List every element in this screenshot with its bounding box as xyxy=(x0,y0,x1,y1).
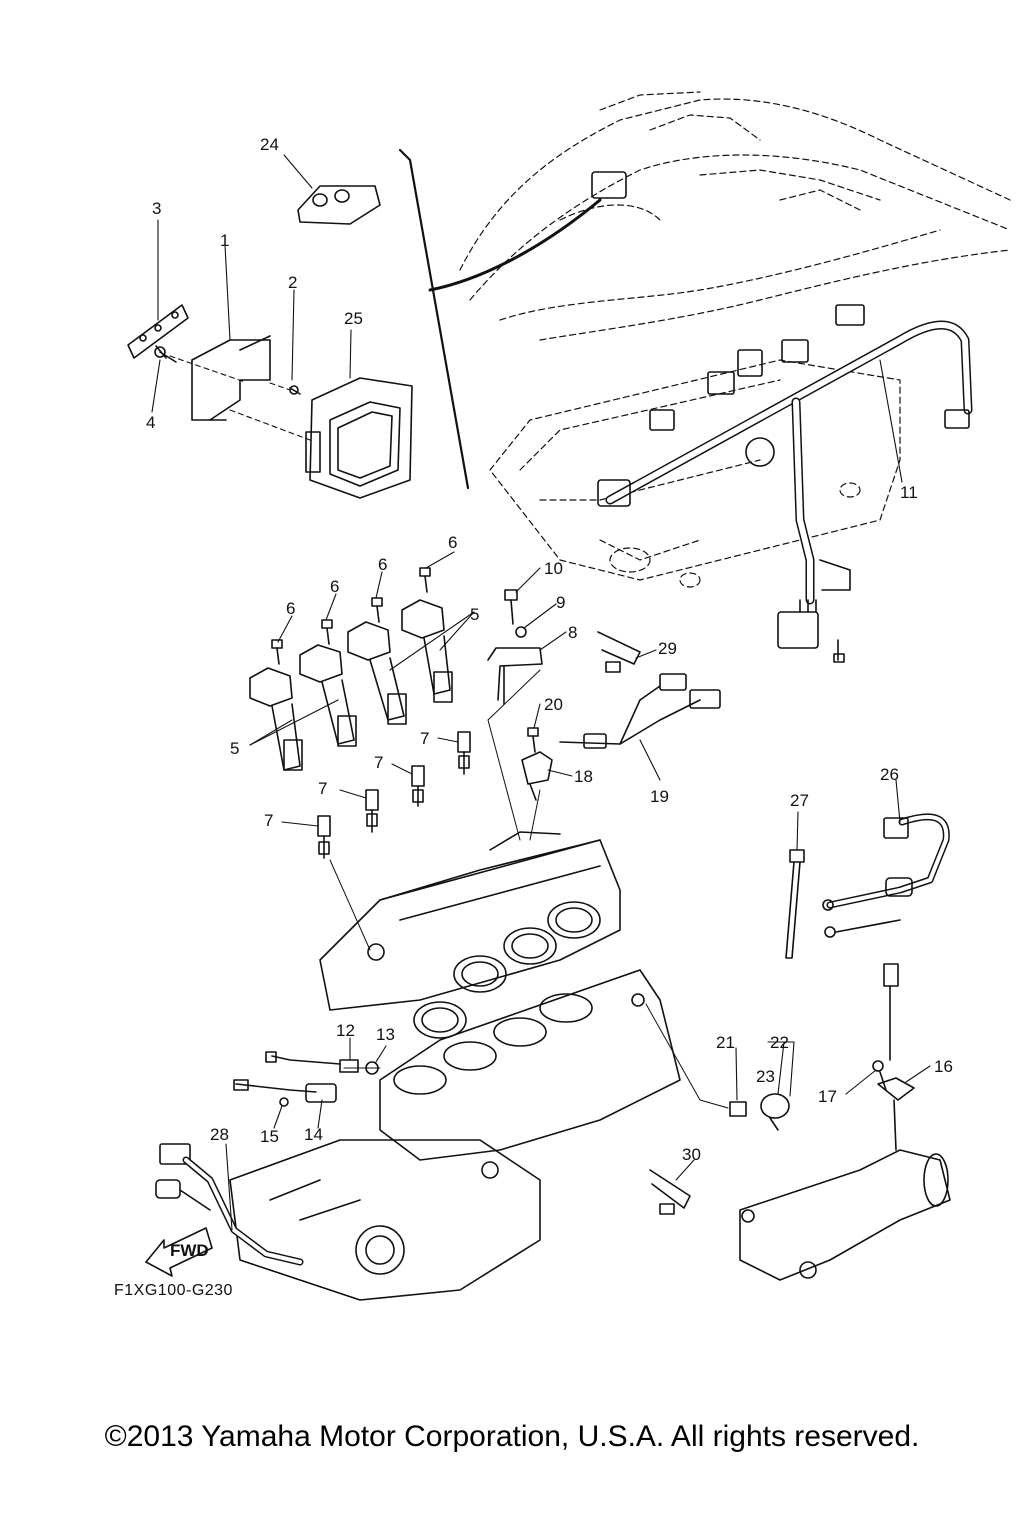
part-15-bolt xyxy=(279,1097,289,1107)
part-20-bolt xyxy=(527,727,539,753)
callout-7d: 7 xyxy=(264,811,273,830)
part-21-switch xyxy=(729,1101,747,1117)
copyright-notice: ©2013 Yamaha Motor Corporation, U.S.A. A… xyxy=(104,1420,920,1453)
drawing-code-label: F1XG100-G230 xyxy=(114,1282,233,1299)
callout-26: 26 xyxy=(880,765,899,784)
part-28-harness xyxy=(155,1143,304,1266)
part-27-cable-tie xyxy=(785,849,805,959)
callout-6c: 6 xyxy=(330,577,339,596)
part-17-bolt xyxy=(872,1060,887,1091)
part-30-clamp xyxy=(649,1169,691,1215)
callout-28: 28 xyxy=(210,1125,229,1144)
part-13-gasket xyxy=(365,1061,379,1075)
callout-27: 27 xyxy=(790,791,809,810)
callout-21: 21 xyxy=(716,1033,735,1052)
callout-3: 3 xyxy=(152,199,161,218)
callout-9: 9 xyxy=(556,593,565,612)
callout-24: 24 xyxy=(260,135,279,154)
callout-29: 29 xyxy=(658,639,677,658)
part-8-bracket xyxy=(487,647,543,705)
callout-23: 23 xyxy=(756,1067,775,1086)
spark-plug-group xyxy=(317,731,471,859)
callout-17: 17 xyxy=(818,1087,837,1106)
callout-7c: 7 xyxy=(318,779,327,798)
callout-11: 11 xyxy=(900,483,918,502)
part-29-clamp xyxy=(597,631,641,673)
callout-16: 16 xyxy=(934,1057,953,1076)
callout-6b: 6 xyxy=(378,555,387,574)
part-12-sensor xyxy=(265,1051,359,1073)
callout-22: 22 xyxy=(770,1033,789,1052)
ignition-coil-3 xyxy=(347,621,407,725)
leader-lines xyxy=(151,154,931,1231)
bolt-6-group xyxy=(271,567,431,665)
callout-13: 13 xyxy=(376,1025,395,1044)
part-14-sensor xyxy=(233,1079,337,1103)
ignition-coil-1 xyxy=(249,667,303,771)
watercraft-hull-outline xyxy=(459,91,1011,341)
group-separator-line xyxy=(398,148,470,490)
part-22-23-sender xyxy=(760,1093,790,1131)
part-26-harness xyxy=(822,813,950,938)
part-9-washer xyxy=(515,626,527,638)
cylinder-head xyxy=(319,831,621,1039)
callout-10: 10 xyxy=(544,559,563,578)
part-2-screw xyxy=(289,385,301,395)
part-24-remote-key xyxy=(297,185,381,225)
part-16-sensor xyxy=(877,963,915,1151)
engine-block xyxy=(379,969,681,1161)
callout-7a: 7 xyxy=(420,729,429,748)
part-1-bracket xyxy=(191,335,271,421)
ignition-coil-group xyxy=(249,599,453,771)
callout-5b: 5 xyxy=(230,739,239,758)
part-3-plate xyxy=(127,304,189,359)
callout-12: 12 xyxy=(336,1021,355,1040)
part-18-sensor xyxy=(521,751,553,801)
assembly-guide-lines-engine xyxy=(329,669,729,1109)
callout-2: 2 xyxy=(288,273,297,292)
callout-19: 19 xyxy=(650,787,669,806)
engine-top-cover xyxy=(489,359,901,588)
callout-15: 15 xyxy=(260,1127,279,1146)
callout-6d: 6 xyxy=(286,599,295,618)
exhaust-manifold xyxy=(739,1149,951,1281)
callout-5a: 5 xyxy=(470,605,479,624)
part-19-lead xyxy=(559,673,721,749)
ignition-coil-2 xyxy=(299,644,357,747)
callout-7b: 7 xyxy=(374,753,383,772)
callout-1: 1 xyxy=(220,231,229,250)
part-4-bolt xyxy=(154,345,177,363)
callout-20: 20 xyxy=(544,695,563,714)
wire-harness-11 xyxy=(597,304,973,663)
fwd-label: FWD xyxy=(170,1241,209,1260)
callout-labels: 24 3 1 2 25 4 6 6 6 6 10 9 5 8 11 29 20 … xyxy=(146,135,953,1164)
assembly-guide-lines-ecu xyxy=(169,355,311,441)
ignition-coil-4 xyxy=(401,599,453,703)
crankcase xyxy=(229,1139,541,1301)
callout-30: 30 xyxy=(682,1145,701,1164)
forward-arrow-icon xyxy=(145,1227,213,1277)
part-10-bolt xyxy=(504,589,518,625)
part-25-control-unit xyxy=(305,377,413,499)
display-unit xyxy=(591,171,627,199)
callout-14: 14 xyxy=(304,1125,323,1144)
callout-8: 8 xyxy=(568,623,577,642)
callout-18: 18 xyxy=(574,767,593,786)
callout-25: 25 xyxy=(344,309,363,328)
callout-4: 4 xyxy=(146,413,155,432)
harness-lead-to-display xyxy=(428,198,602,292)
callout-6a: 6 xyxy=(448,533,457,552)
